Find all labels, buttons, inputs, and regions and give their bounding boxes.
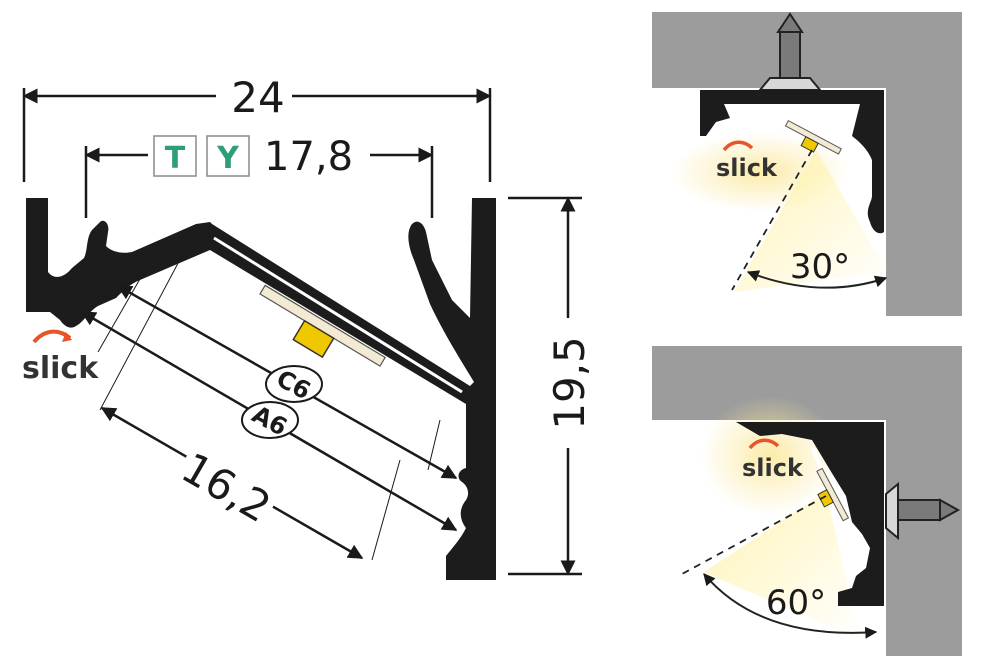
screw-side-icon bbox=[885, 481, 961, 541]
profile-mount-2 bbox=[736, 422, 884, 606]
profile-mount-1 bbox=[700, 90, 884, 234]
mount-view-60: 60° slick bbox=[652, 346, 962, 656]
cover-tag-y-text: Y bbox=[216, 141, 240, 176]
cover-code-a6: A6 bbox=[241, 400, 299, 442]
led-strip-2 bbox=[816, 467, 850, 522]
brand-logo-main: slick bbox=[22, 329, 99, 386]
angle-ray-2 bbox=[681, 495, 827, 575]
brand-logo-mount-2: slick bbox=[742, 438, 804, 482]
height-label: 19,5 bbox=[545, 336, 594, 430]
screw-top-icon bbox=[757, 12, 823, 91]
cover-tag-t-text: T bbox=[165, 141, 186, 176]
width-label: 24 bbox=[231, 73, 284, 122]
angle-arc-2 bbox=[703, 573, 878, 639]
angle-arc-1 bbox=[746, 270, 888, 289]
width-label-bg bbox=[216, 72, 292, 118]
cover-tag-t: T bbox=[153, 135, 197, 177]
brand-name-mount-1: slick bbox=[716, 154, 778, 182]
brand-swoosh-icon-2 bbox=[748, 438, 780, 450]
angle-label-60: 60° bbox=[766, 583, 826, 623]
wall-corner-top bbox=[652, 12, 962, 316]
cover-code-c6: C6 bbox=[265, 364, 323, 405]
angle-ray-1 bbox=[731, 149, 813, 291]
cover-tag-y: Y bbox=[206, 135, 250, 177]
brand-name: slick bbox=[22, 351, 99, 386]
diagonal-label-bg bbox=[167, 437, 285, 539]
led-strip-1 bbox=[784, 119, 842, 155]
brand-logo-mount-1: slick bbox=[716, 140, 778, 182]
brand-name-mount-2: slick bbox=[742, 454, 804, 482]
main-section-view: 24 T Y 17,8 19,5 bbox=[22, 72, 594, 580]
brand-arrow-icon bbox=[62, 332, 72, 342]
aluminium-profile bbox=[26, 198, 496, 580]
inner-width-label: 17,8 bbox=[264, 134, 353, 180]
brand-swoosh-icon-1 bbox=[722, 140, 754, 152]
angle-label-30: 30° bbox=[790, 247, 850, 287]
height-label-bg bbox=[544, 318, 592, 448]
construction-line-c bbox=[371, 459, 401, 561]
light-beam-1 bbox=[734, 150, 888, 292]
mount-view-30: 30° slick bbox=[652, 12, 962, 316]
